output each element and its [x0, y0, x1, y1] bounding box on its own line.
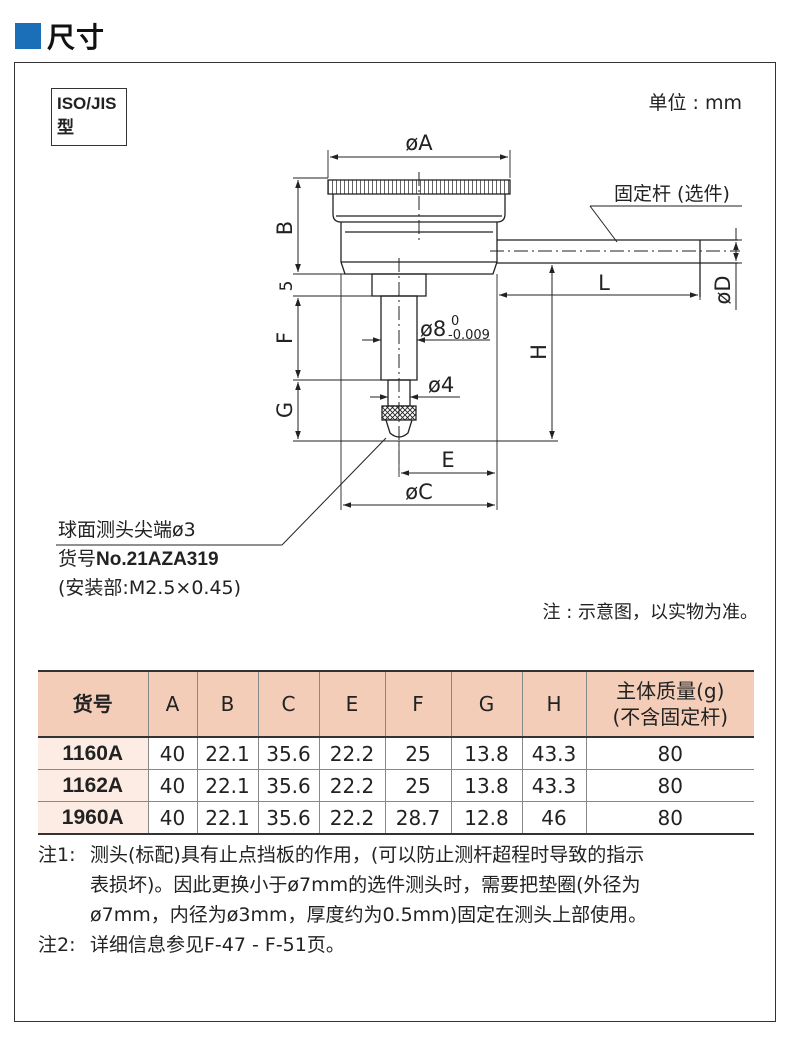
cell: 43.3	[521, 737, 587, 770]
cell: 12.8	[450, 801, 523, 834]
drawing-frame	[14, 62, 776, 1022]
type-line2: 型	[57, 118, 74, 137]
note-2: 注2: 详细信息参见F-47 - F-51页。	[38, 930, 758, 960]
cell: 40	[147, 769, 198, 802]
label-rod: 固定杆 (选件)	[614, 183, 730, 205]
table-row: 1960A 40 22.1 35.6 22.2 28.7 12.8 46 80	[38, 801, 754, 834]
cell: 22.2	[318, 769, 386, 802]
note-body: 详细信息参见F-47 - F-51页。	[90, 934, 345, 956]
probe-line1: 球面测头尖端ø3	[58, 519, 196, 541]
section-title: 尺寸	[47, 21, 106, 54]
cell: 35.6	[257, 769, 320, 802]
cell: 13.8	[450, 769, 523, 802]
table-row: 1160A 40 22.1 35.6 22.2 25 13.8 43.3 80	[38, 737, 754, 770]
cell-mass: 80	[585, 769, 754, 802]
table-row: 1162A 40 22.1 35.6 22.2 25 13.8 43.3 80	[38, 769, 754, 802]
cell: 25	[384, 769, 452, 802]
label-F: F	[273, 332, 297, 344]
header-F: F	[384, 671, 452, 737]
cell: 22.2	[318, 737, 386, 770]
header-mass: 主体质量(g)(不含固定杆)	[585, 671, 754, 737]
diagram-note: 注 : 示意图，以实物为准。	[542, 602, 758, 623]
cell: 13.8	[450, 737, 523, 770]
header-A: A	[147, 671, 198, 737]
note-label: 注2:	[38, 934, 76, 956]
cell: 22.1	[196, 769, 259, 802]
probe-part-number: No.21AZA319	[96, 549, 219, 570]
cell-part-no: 1162A	[38, 769, 149, 802]
label-A: øA	[405, 131, 433, 155]
extension-lines	[293, 150, 742, 510]
note-label: 注1:	[38, 844, 76, 866]
probe-leader	[281, 437, 387, 546]
header-C: C	[257, 671, 320, 737]
header-B: B	[196, 671, 259, 737]
probe-line3: (安装部:M2.5×0.45)	[58, 577, 242, 599]
label-L: L	[598, 271, 610, 295]
cell: 40	[147, 801, 198, 834]
cell: 35.6	[257, 801, 320, 834]
spec-table: 货号 A B C E F G H 主体质量(g)(不含固定杆) 1160A 40…	[38, 670, 754, 835]
cell-mass: 80	[585, 737, 754, 770]
label-stem-dia: ø8	[420, 317, 446, 341]
cell: 46	[521, 801, 587, 834]
label-D: øD	[711, 275, 735, 304]
type-box: ISO/JIS 型	[51, 88, 127, 146]
label-5: 5	[277, 281, 297, 292]
probe-info: 球面测头尖端ø3 货号No.21AZA319 (安装部:M2.5×0.45)	[58, 516, 241, 603]
label-stem-tol-upper: 0	[451, 314, 459, 329]
unit-label: 单位 : mm	[648, 92, 743, 114]
type-line1: ISO/JIS	[57, 94, 117, 113]
cell: 40	[147, 737, 198, 770]
label-E: E	[441, 448, 454, 472]
note-body: 测头(标配)具有止点挡板的作用，(可以防止测杆超程时导致的指示 表损坏)。因此更…	[90, 844, 648, 926]
cell: 22.1	[196, 737, 259, 770]
dimension-labels: øA B 5 F G H L øD E øC ø8 0 -0.009 ø4 固定…	[273, 131, 735, 504]
note-1: 注1: 测头(标配)具有止点挡板的作用，(可以防止测杆超程时导致的指示 表损坏)…	[38, 840, 758, 930]
probe-line2: 货号No.21AZA319	[58, 545, 241, 574]
notes: 注1: 测头(标配)具有止点挡板的作用，(可以防止测杆超程时导致的指示 表损坏)…	[38, 840, 758, 960]
gauge-outline	[327, 179, 738, 438]
probe-line2-prefix: 货号	[58, 548, 97, 570]
cell-part-no: 1160A	[38, 737, 149, 770]
dimension-lines	[56, 154, 742, 546]
cell: 35.6	[257, 737, 320, 770]
label-B: B	[273, 221, 297, 235]
cell-mass: 80	[585, 801, 754, 834]
label-C: øC	[405, 480, 433, 504]
center-lines	[398, 172, 740, 470]
cell: 25	[384, 737, 452, 770]
cell: 28.7	[384, 801, 452, 834]
label-H: H	[527, 344, 551, 360]
label-G: G	[273, 402, 297, 418]
cell: 22.1	[196, 801, 259, 834]
header-H: H	[521, 671, 587, 737]
cell: 22.2	[318, 801, 386, 834]
rod-leader	[589, 205, 618, 243]
blue-square-icon	[15, 23, 41, 49]
table-header-row: 货号 A B C E F G H 主体质量(g)(不含固定杆)	[38, 671, 754, 737]
header-E: E	[318, 671, 386, 737]
cell: 43.3	[521, 769, 587, 802]
dimension-drawing: øA B 5 F G H L øD E øC ø8 0 -0.009 ø4 固定…	[56, 131, 742, 546]
label-tip-dia: ø4	[428, 373, 454, 397]
header-part-no: 货号	[38, 671, 149, 737]
label-stem-tol-lower: -0.009	[448, 328, 490, 343]
header-G: G	[450, 671, 523, 737]
cell-part-no: 1960A	[38, 801, 149, 834]
section-header: 尺寸	[15, 18, 105, 54]
